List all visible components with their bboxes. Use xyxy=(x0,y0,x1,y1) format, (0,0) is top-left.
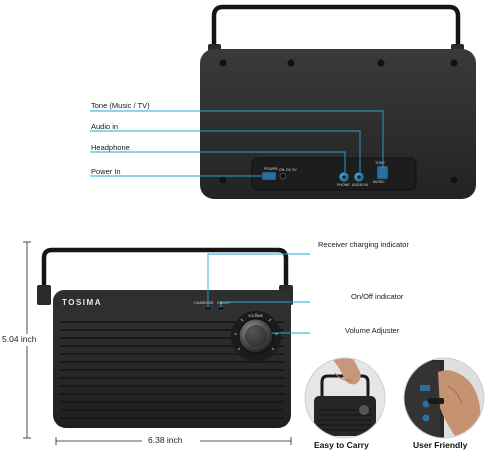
hinge-left-front xyxy=(37,285,51,305)
music-text: MUSIC xyxy=(373,180,385,184)
label-receiver-charging: Receiver charging indicator xyxy=(318,240,409,249)
power-switch xyxy=(261,171,277,181)
charging-indicator xyxy=(204,306,212,311)
tone-text: TONE xyxy=(375,161,386,165)
onoff-indicator xyxy=(217,306,225,311)
tone-switch xyxy=(376,165,389,180)
screw xyxy=(219,59,227,67)
screw xyxy=(219,176,227,184)
back-control-panel xyxy=(251,157,417,191)
headphone-text: PHONE xyxy=(337,183,350,187)
caption-easy-to-carry: Easy to Carry xyxy=(314,440,369,450)
screw xyxy=(450,176,458,184)
caption-user-friendly: User Friendly xyxy=(413,440,468,450)
back-view-speaker: POWER ON DC 9V PHONE AUDIO IN TONE MUSIC xyxy=(200,4,476,199)
easy-to-carry-photo xyxy=(304,357,386,439)
screw xyxy=(287,59,295,67)
label-power-in: Power In xyxy=(91,167,121,176)
front-view-speaker: TOSIMA CHARGING ON/OFF xyxy=(37,247,293,428)
user-friendly-photo xyxy=(403,357,485,439)
audio-text: AUDIO IN xyxy=(352,183,368,187)
charging-text: CHARGING xyxy=(194,301,214,305)
label-tone: Tone (Music / TV) xyxy=(91,101,150,110)
volume-scale xyxy=(234,313,278,351)
power-text: POWER xyxy=(264,167,278,171)
width-dimension: 6.38 inch xyxy=(148,435,183,445)
front-callout-lines xyxy=(207,253,310,334)
label-on-off: On/Off indicator xyxy=(351,292,404,301)
onoff-text: ON/OFF xyxy=(217,301,231,305)
on-text: ON xyxy=(279,168,285,172)
brand-logo: TOSIMA xyxy=(62,298,102,307)
label-volume: Volume Adjuster xyxy=(345,326,400,335)
carry-handle-back xyxy=(211,4,461,50)
label-audio-in: Audio in xyxy=(91,122,119,131)
volume-text: VOLUME xyxy=(248,314,264,318)
screw xyxy=(377,59,385,67)
label-headphone: Headphone xyxy=(91,143,130,152)
back-callout-lines xyxy=(90,110,384,177)
carry-handle-front xyxy=(41,247,289,295)
screw xyxy=(450,59,458,67)
dc-jack xyxy=(279,172,287,180)
height-dimension: 5.04 inch xyxy=(2,334,37,344)
dc-text: DC 9V xyxy=(286,168,297,172)
